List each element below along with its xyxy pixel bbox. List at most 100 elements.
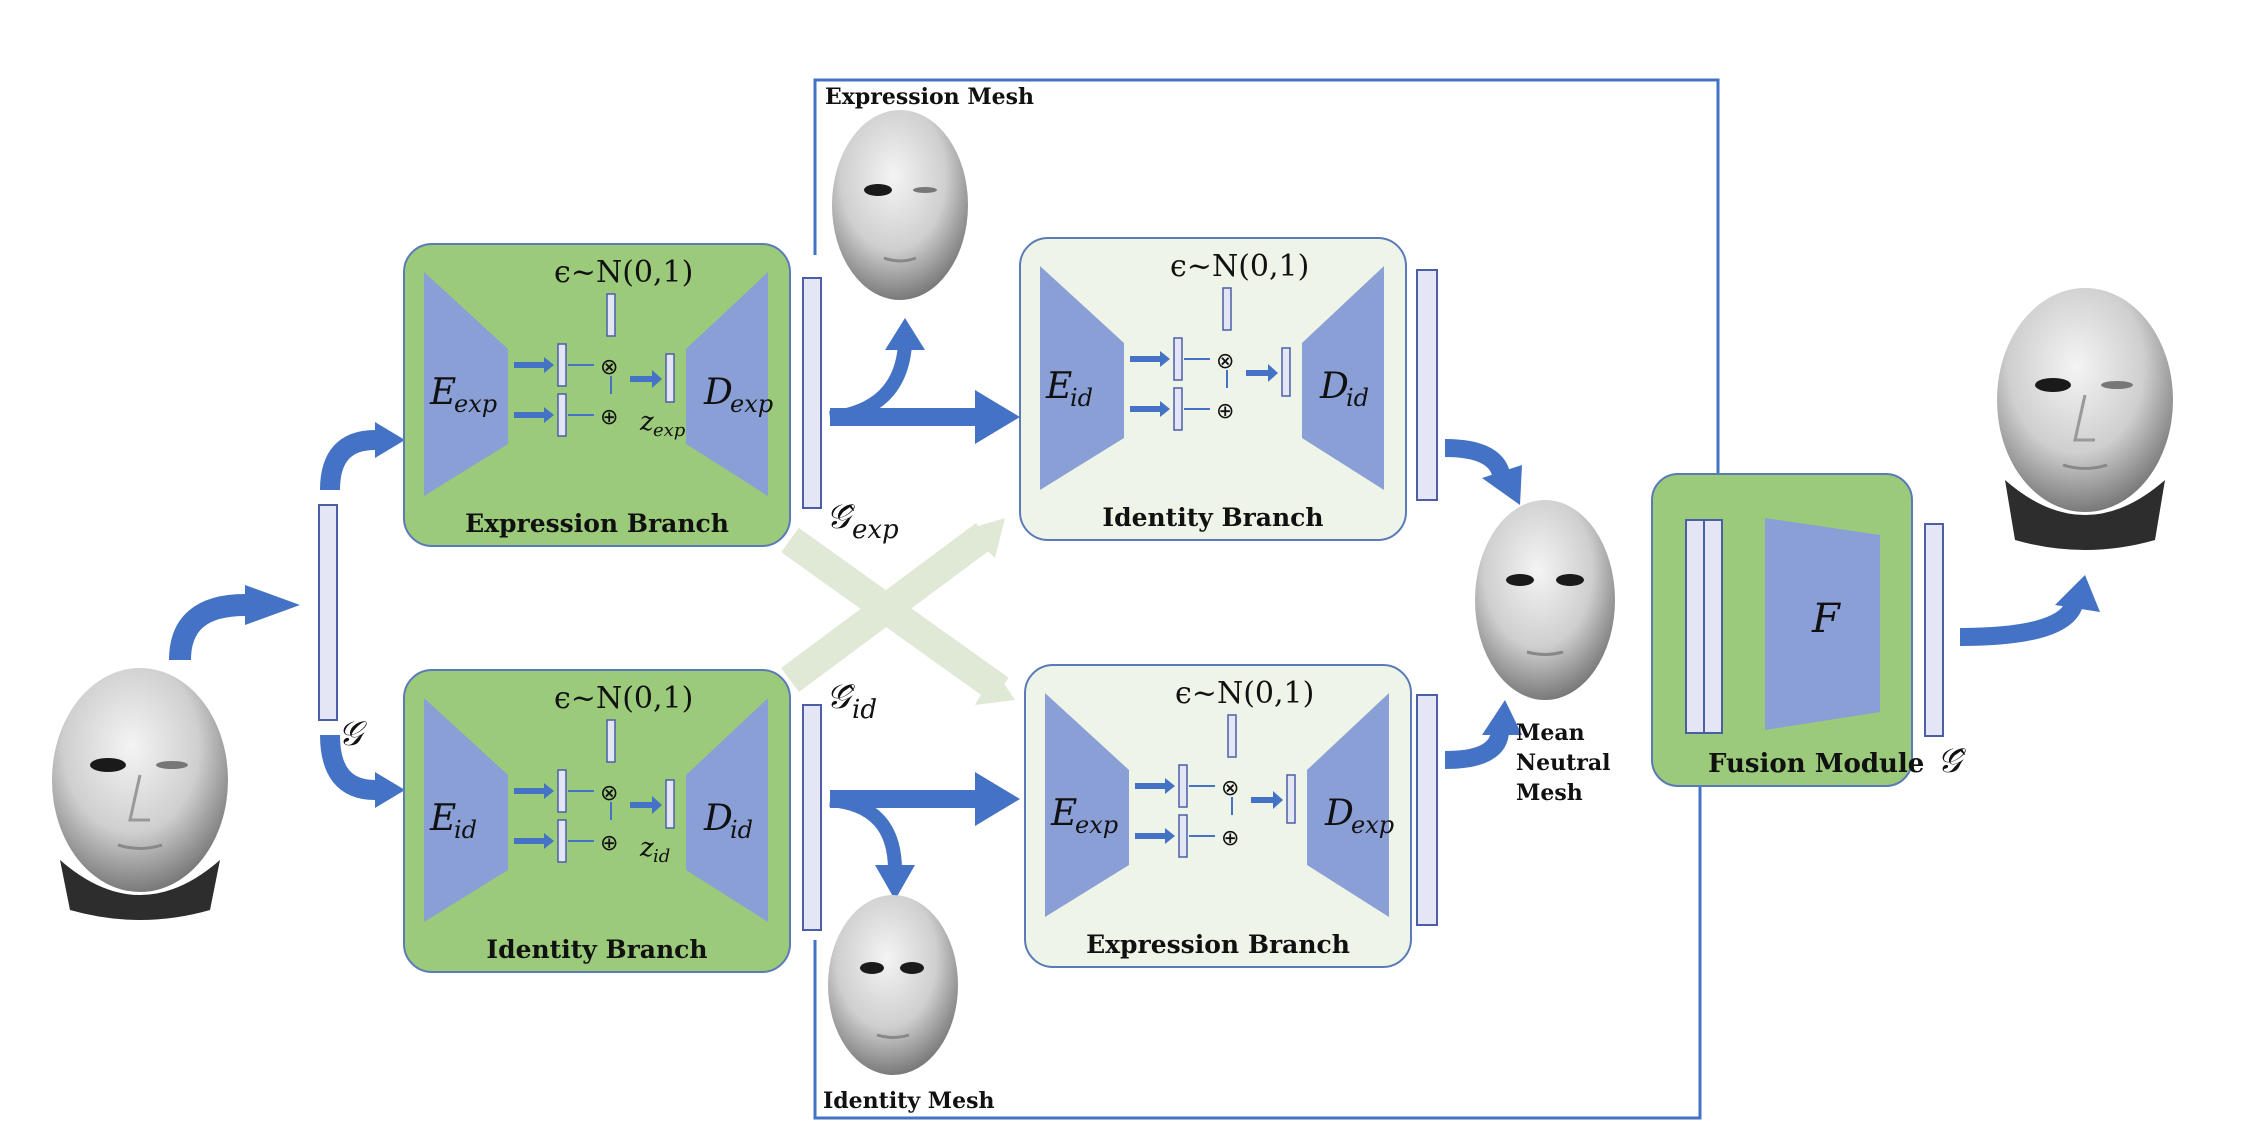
oplus-symbol: ⊕ [1221,826,1239,851]
g-hat-id-bar [802,704,822,931]
svg-text:exp: exp [852,515,899,545]
noise-bar [606,293,616,337]
svg-text:Mean: Mean [1516,720,1585,746]
g-hat-output-bar [1924,523,1944,737]
noise-bar [606,719,616,763]
decoder-shape [1307,693,1389,917]
latent-stat-bar [1178,764,1188,808]
z-bar [665,779,675,829]
epsilon-label: ϵ~N(0,1) [554,255,693,290]
latent-stat-bar [557,769,567,813]
g-hat-exp-bar [802,277,822,509]
svg-text:id: id [852,695,877,725]
encoder-shape [1040,266,1124,490]
latent-arrow [1135,783,1165,789]
fusion-module: F Fusion Module [1651,473,1924,787]
encoder-label: E [429,372,456,413]
noise-bar [1227,714,1237,758]
g-hat-exp-label: 𝒢̂ exp [826,497,899,545]
input-arrow [169,594,246,661]
input-face-image [52,668,228,920]
encoder-subscript: id [1070,384,1093,412]
latent-arrow [514,362,544,368]
encoder-subscript: exp [454,390,497,418]
svg-text:Mesh: Mesh [1516,780,1583,806]
decoder-subscript: id [1346,384,1369,412]
latent-stat-bar [1173,337,1183,381]
otimes-symbol: ⊗ [600,355,618,380]
encoder-shape [424,272,508,496]
svg-text:𝒢̂: 𝒢̂ [826,497,855,537]
svg-text:Neutral: Neutral [1516,750,1610,776]
encoder-label: E [1050,793,1077,834]
svg-text:𝒢̂: 𝒢̂ [826,677,855,717]
noise-bar [1222,287,1232,331]
z-arrow [1246,370,1268,376]
mean-neutral-mesh-face [1475,500,1615,700]
decoder-subscript: exp [1351,811,1394,839]
z-bar [1281,347,1291,397]
encoder-label: E [1045,366,1072,407]
fusion-f-label: F [1811,596,1841,642]
block-background [403,669,791,973]
z-subscript: exp [653,420,686,441]
g-hat-id-label: 𝒢̂ id [826,677,877,725]
encoder-subscript: id [454,816,477,844]
epsilon-label: ϵ~N(0,1) [1170,249,1309,284]
encoder-label: E [429,798,456,839]
z-arrow [630,802,652,808]
cross-arrows [781,518,1015,705]
encoder-subscript: exp [1075,811,1118,839]
output-arrow [1959,575,2100,646]
decoder-shape [686,698,768,922]
feedback-connection [813,78,1730,1120]
latent-stat-bar [557,393,567,437]
g-hat-output-label: 𝒢̂ [1937,741,1966,781]
otimes-symbol: ⊗ [1221,776,1239,801]
z-label: z [639,407,654,437]
latent-stat-bar [1178,814,1188,858]
output-face-image [1997,288,2173,550]
latent-stat-bar [1173,387,1183,431]
latent-arrow [514,412,544,418]
z-arrow [1251,797,1273,803]
branch-label: Identity Branch [1102,503,1323,532]
block-background [403,243,791,547]
latent-arrow [514,788,544,794]
epsilon-label: ϵ~N(0,1) [1175,676,1314,711]
latent-arrow [1130,406,1160,412]
expression-mesh-face [832,110,968,300]
decoder-subscript: exp [730,390,773,418]
identity-mesh-face [828,895,958,1075]
stage-arrows [829,318,1020,900]
decoder-label: D [703,372,733,413]
fusion-module-label: Fusion Module [1708,749,1924,779]
expression-mesh-label: Expression Mesh [825,84,1034,110]
g-label: 𝒢 [338,714,367,754]
stage2-bottom-output-bar [1416,694,1438,926]
block-background [1024,664,1412,968]
decoder-subscript: id [730,816,753,844]
encoder-shape [1045,693,1129,917]
split-arrow-bottom [320,734,376,800]
block-background [1019,237,1407,541]
z-bar [1286,774,1296,824]
decoder-label: D [703,798,733,839]
latent-stat-bar [557,343,567,387]
g-feature-bar [318,504,338,721]
oplus-symbol: ⊕ [1216,399,1234,424]
branch-label: Identity Branch [486,935,707,964]
z-subscript: id [653,846,670,867]
oplus-symbol: ⊕ [600,831,618,856]
oplus-symbol: ⊕ [600,405,618,430]
z-label: z [639,833,654,863]
latent-arrow [1130,356,1160,362]
latent-stat-bar [557,819,567,863]
identity-mesh-label: Identity Mesh [823,1088,995,1114]
decoder-label: D [1319,366,1349,407]
